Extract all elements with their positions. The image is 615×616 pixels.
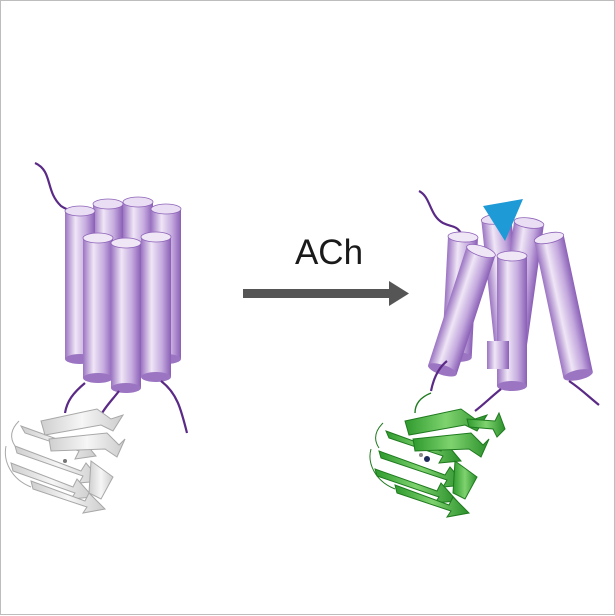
n-terminus-loop — [418, 190, 462, 234]
helix-front — [82, 232, 114, 383]
helix-front — [428, 243, 496, 377]
arrow-label: ACh — [294, 233, 364, 272]
helix-front — [533, 231, 593, 381]
helix-front — [140, 231, 172, 382]
helix-front — [110, 237, 142, 393]
c-terminus-loop — [160, 380, 189, 434]
receptor-active — [418, 190, 600, 412]
intracellular-loop — [474, 388, 502, 412]
helix-back — [487, 341, 509, 369]
activation-arrow — [243, 281, 409, 306]
c-terminus-loop — [568, 380, 600, 406]
intracellular-loop — [100, 390, 120, 416]
acetylcholine-ligand-icon — [483, 199, 523, 241]
g-protein-inactive — [4, 408, 126, 514]
intracellular-loop — [429, 360, 448, 392]
helix-front — [496, 250, 528, 391]
g-protein-active — [369, 392, 506, 518]
intracellular-loop — [63, 382, 86, 414]
receptor-inactive — [34, 161, 189, 434]
